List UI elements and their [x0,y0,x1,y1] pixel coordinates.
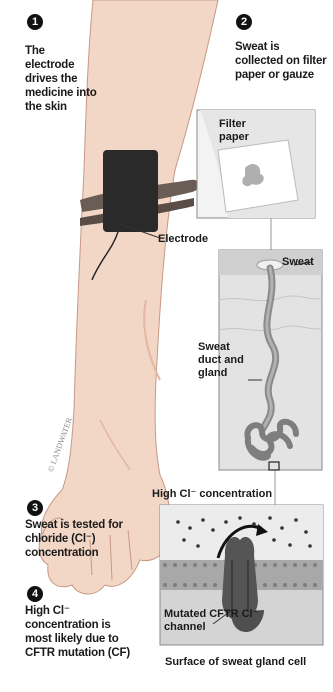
step-2-text: Sweat is collected on filter paper or ga… [235,40,330,82]
mutated-cftr-label: Mutated CFTR Cl⁻ channel [164,608,264,634]
step-3-text: Sweat is tested for chloride (Cl⁻) conce… [25,518,143,560]
sweat-duct-gland-label: Sweat duct and gland [195,340,251,381]
surface-cell-label: Surface of sweat gland cell [165,656,306,669]
electrode-pad [103,150,158,232]
step-1-text: The electrode drives the medicine into t… [25,44,97,114]
high-cl-label: High Cl⁻ concentration [152,488,272,501]
step-3-badge: 3 [27,500,43,516]
filter-paper-label: Filter paper [219,118,265,144]
step-2-badge: 2 [236,14,252,30]
step-4-text: High Cl⁻ concentration is most likely du… [25,604,137,660]
sweat-label: Sweat [282,256,314,269]
electrode-label: Electrode [158,233,208,246]
step-1-badge: 1 [27,14,43,30]
step-4-badge: 4 [27,586,43,602]
